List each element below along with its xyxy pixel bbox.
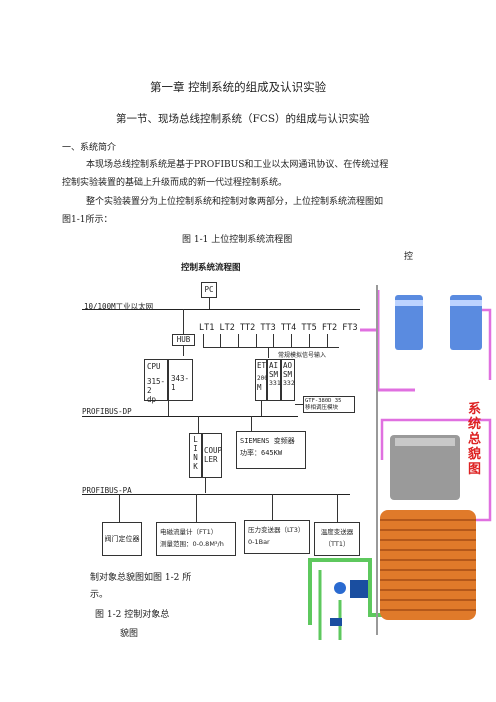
heater-coil: [380, 510, 476, 620]
cp343-box: 343-1: [168, 359, 193, 401]
figure-1-caption: 图 1-1 上位控制系统流程图: [182, 235, 293, 245]
ai-module-box: AI SM 331: [267, 359, 281, 401]
ethernet-label: 10/100M工业以太网: [84, 302, 154, 311]
ao-line-1: AO: [283, 361, 293, 370]
profibus-pa-label: PROFIBUS-PA: [82, 486, 132, 495]
et200m-box: ET 200 M: [255, 359, 268, 401]
cpu-box: CPU 315-2 dp: [144, 359, 168, 404]
link-k: K: [193, 462, 198, 471]
section-title: 第一节、现场总线控制系统（FCS）的组成与认识实验: [116, 113, 370, 125]
sensor-list: LT1 LT2 TT2 TT3 TT4 TT5 FT2 FT3: [199, 323, 358, 333]
valve-positioner-label: 阀门定位器: [104, 535, 140, 543]
cpu-line-2: 315-2: [147, 377, 166, 395]
cp343-label: 343-1: [171, 374, 190, 392]
et-line-1: ET: [257, 361, 267, 370]
ai-line-2: SM: [269, 370, 279, 379]
figure-2-caption-line-2: 貌图: [120, 629, 139, 639]
siemens-line-2: 功率：645KW: [240, 449, 283, 457]
pump-icon: [350, 580, 368, 598]
subheading: 一、系统简介: [62, 143, 117, 153]
cpu-line-1: CPU: [147, 362, 161, 371]
paragraph-2-line-2: 图1-1所示：: [62, 215, 113, 225]
hub-label: HUB: [176, 335, 191, 344]
analog-input-label: 常规模拟信号输入: [278, 352, 327, 359]
profibus-dp-bus: [82, 416, 298, 417]
upper-tank-2: [450, 295, 482, 350]
pressure-transmitter-box: 压力变送器（LT3） 0-1Bar: [244, 520, 310, 554]
after-text-line-1: 制对象总貌图如图 1-2 所: [90, 573, 192, 583]
gtf-module-box: GTF-380D 35 移相调压模块: [303, 396, 355, 413]
ao-line-3: 332: [283, 379, 295, 387]
coupler-line-1: COUP: [204, 446, 223, 455]
coupler-box: COUP LER: [202, 433, 222, 478]
side-char: 控: [404, 252, 414, 262]
ao-line-2: SM: [283, 370, 293, 379]
overview-label: 系统总貌图: [468, 402, 482, 477]
pressure-line-2: 0-1Bar: [248, 538, 270, 546]
link-box: L I N K: [189, 433, 202, 478]
temperature-transmitter-box: 温度变送器 （TT1）: [314, 522, 360, 556]
ao-module-box: AO SM 332: [281, 359, 295, 401]
ai-line-1: AI: [269, 361, 279, 370]
pc-label: PC: [204, 285, 214, 294]
paragraph-1-line-1: 本现场总线控制系统是基于PROFIBUS和工业以太网通讯协议、在传统过程: [86, 160, 389, 170]
flowmeter-box: 电磁流量计（FT1） 测量范围：0-0.8M³/h: [156, 522, 236, 556]
diagram-title: 控制系统流程图: [181, 263, 241, 273]
siemens-vfd-box: SIEMENS 变频器 功率：645KW: [236, 431, 306, 469]
pc-box: PC: [201, 282, 217, 298]
cpu-line-3: dp: [147, 395, 157, 404]
et-line-2: 200: [257, 375, 268, 382]
valve-positioner-box: 阀门定位器: [102, 522, 142, 556]
link-l: L: [193, 435, 198, 444]
figure-2-caption-line-1: 图 1-2 控制对象总: [95, 610, 170, 620]
coupler-line-2: LER: [204, 455, 218, 464]
et-line-3: M: [257, 383, 262, 392]
ethernet-bus: [82, 309, 360, 310]
profibus-pa-bus: [82, 494, 350, 495]
boiler-cylinder: [390, 435, 460, 500]
link-i: I: [193, 444, 198, 453]
system-overview-illustration: [308, 285, 492, 640]
upper-tank-1: [395, 295, 423, 350]
pressure-line-1: 压力变送器（LT3）: [248, 526, 305, 534]
paragraph-1-line-2: 控制实验装置的基础上升级而成的新一代过程控制系统。: [62, 178, 288, 188]
gtf-line-1: GTF-380D 35: [305, 398, 342, 404]
hub-box: HUB: [172, 334, 195, 346]
chapter-title: 第一章 控制系统的组成及认识实验: [150, 80, 327, 94]
flowmeter-line-1: 电磁流量计（FT1）: [160, 528, 218, 536]
temperature-line-2: （TT1）: [324, 540, 350, 548]
link-n: N: [193, 453, 198, 462]
flowmeter-line-2: 测量范围：0-0.8M³/h: [160, 540, 224, 548]
after-text-line-2: 示。: [90, 590, 109, 600]
gtf-line-2: 移相调压模块: [305, 405, 339, 411]
ai-line-3: 331: [269, 379, 281, 387]
profibus-dp-label: PROFIBUS-DP: [82, 407, 132, 416]
siemens-line-1: SIEMENS 变频器: [240, 437, 295, 445]
temperature-line-1: 温度变送器: [320, 528, 354, 536]
paragraph-2-line-1: 整个实验装置分为上位控制系统和控制对象两部分，上位控制系统流程图如: [86, 197, 384, 207]
